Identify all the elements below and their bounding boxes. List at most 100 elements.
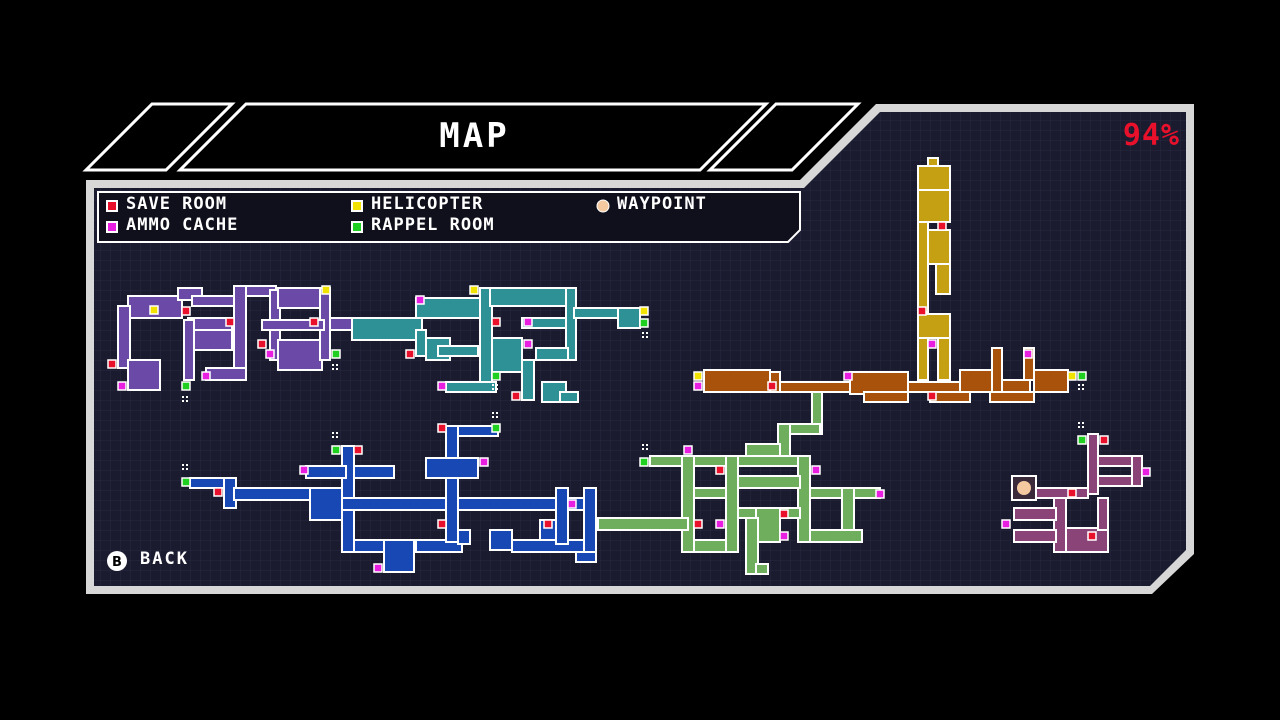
map-exit-dots (646, 336, 648, 338)
upper-corridor-room (1033, 369, 1069, 393)
helicopter-marker (321, 285, 331, 295)
map-exit-dots (492, 384, 494, 386)
map-exit-dots (186, 400, 188, 402)
save-room-marker (693, 519, 703, 529)
map-exit-dots (496, 388, 498, 390)
central-depot-room (755, 563, 769, 575)
map-exit-dots (336, 436, 338, 438)
map-exit-dots (496, 412, 498, 414)
map-exit-dots (1082, 388, 1084, 390)
east-annex-room (1065, 527, 1109, 553)
lower-sector-room (383, 539, 415, 573)
map-exit-dots (1078, 388, 1080, 390)
back-button[interactable]: B (107, 551, 127, 571)
helicopter-marker (639, 306, 649, 316)
map-exit-dots (332, 368, 334, 370)
rappel-room-marker (1077, 435, 1087, 445)
ammo-cache-marker (299, 465, 309, 475)
north-wing-room (415, 297, 481, 319)
save-room-marker (437, 519, 447, 529)
north-wing-room (617, 307, 641, 329)
ammo-cache-marker (1141, 467, 1151, 477)
map-markers (107, 221, 1151, 573)
rappel-room-marker (331, 349, 341, 359)
save-room-marker (779, 509, 789, 519)
tower-room (917, 221, 929, 313)
central-depot-room (725, 455, 739, 553)
save-room-marker (491, 317, 501, 327)
lower-sector-room (353, 465, 395, 479)
rappel-room-marker (1077, 371, 1087, 381)
rappel-marker (351, 221, 363, 233)
west-wing-room (233, 285, 247, 381)
map-exit-dots (186, 468, 188, 470)
west-wing-room (183, 319, 195, 381)
ammo-cache-marker (523, 317, 533, 327)
save-room-marker (353, 445, 363, 455)
save-room-marker (917, 306, 927, 316)
north-wing-room (445, 381, 497, 393)
map-exit-dots (646, 444, 648, 446)
central-depot-room (597, 517, 689, 531)
rappel-room-marker (639, 457, 649, 467)
central-depot-room (693, 539, 731, 553)
map-regions (117, 157, 1143, 575)
tower-room (917, 189, 951, 223)
helicopter-marker (693, 371, 703, 381)
lower-sector-room (555, 487, 569, 545)
north-wing-room (565, 287, 577, 361)
west-wing-room (329, 317, 355, 331)
upper-corridor-room (863, 391, 909, 403)
map-exit-dots (186, 464, 188, 466)
save-room-marker (309, 317, 319, 327)
rappel-room-marker (491, 371, 501, 381)
map-exit-dots (492, 416, 494, 418)
save-room-marker (181, 306, 191, 316)
north-wing-room (437, 345, 479, 357)
map-exit-dots (336, 368, 338, 370)
ammo-cache-marker (811, 465, 821, 475)
back-label[interactable]: BACK (140, 549, 189, 569)
save-room-marker (1067, 488, 1077, 498)
helicopter-marker (351, 200, 363, 212)
central-depot-room (809, 529, 863, 543)
central-depot-room (745, 517, 759, 575)
map-exit-dots (332, 436, 334, 438)
lower-sector-room (309, 487, 343, 521)
map-exit-dots (182, 400, 184, 402)
north-wing-room (415, 329, 427, 357)
north-wing-room (535, 347, 569, 361)
east-annex-room (1035, 487, 1089, 499)
ammo-cache-marker (683, 445, 693, 455)
lower-sector-room (341, 497, 593, 511)
lower-sector-room (489, 529, 513, 551)
lower-sector-room (575, 551, 597, 563)
map-exit-dots (332, 432, 334, 434)
ammo-marker (106, 221, 118, 233)
tower-room (917, 313, 951, 339)
map-exit-dots (646, 448, 648, 450)
upper-corridor-room (1001, 379, 1031, 393)
west-wing-room (191, 329, 233, 351)
save-room-marker (715, 465, 725, 475)
lower-sector-room (457, 529, 471, 545)
player-waypoint (1011, 475, 1037, 501)
lower-sector-room (583, 487, 597, 563)
waypoint-marker (596, 199, 610, 213)
save-room-marker (405, 349, 415, 359)
ammo-cache-marker (715, 519, 725, 529)
legend-rappel-room: RAPPEL ROOM (371, 215, 495, 235)
save-room-marker (107, 359, 117, 369)
map-exit-dots (182, 468, 184, 470)
map-exit-dots (1078, 384, 1080, 386)
map-exit-dots (642, 444, 644, 446)
north-wing-room (521, 359, 535, 401)
ammo-cache-marker (523, 339, 533, 349)
west-wing-room (191, 295, 235, 307)
title-banner-left (82, 102, 236, 172)
lower-sector-room (445, 425, 459, 543)
map-exit-dots (1082, 426, 1084, 428)
rappel-room-marker (181, 381, 191, 391)
save-room-marker (225, 317, 235, 327)
ammo-cache-marker (567, 499, 577, 509)
